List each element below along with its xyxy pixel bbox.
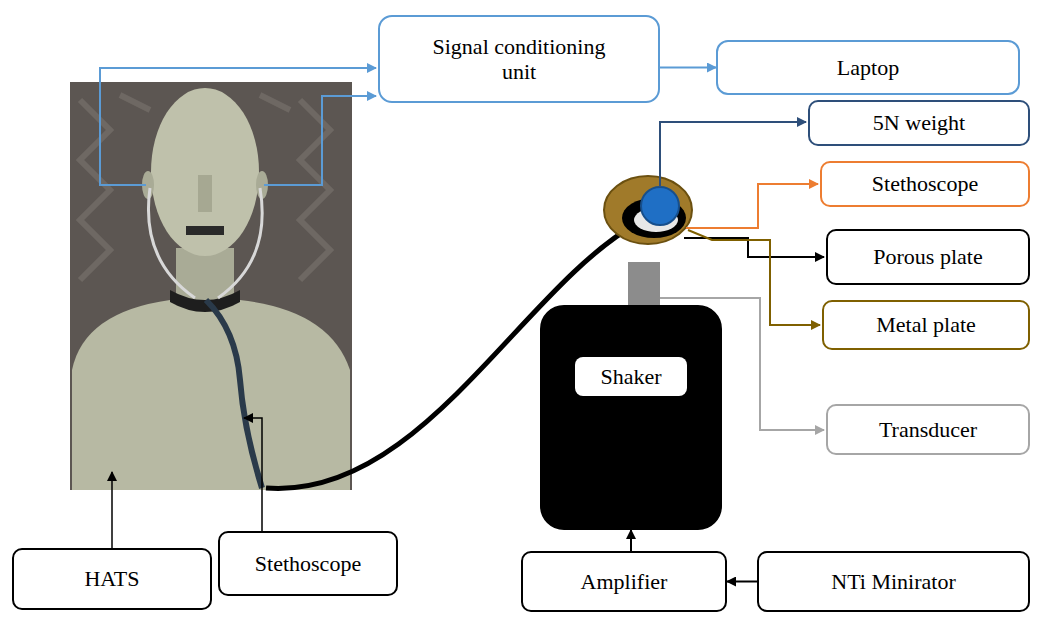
node-text: Shaker	[575, 357, 687, 396]
part-label-box: 5N weight	[808, 100, 1030, 146]
node-text: Signal conditioning unit	[420, 34, 618, 85]
node-text: Laptop	[837, 55, 899, 80]
cable-line	[264, 96, 376, 185]
node-text: Transducer	[879, 417, 977, 442]
node-text: Porous plate	[873, 244, 982, 269]
shaker-body: Shaker	[540, 305, 722, 530]
test-rig	[604, 176, 692, 308]
label-box: Stethoscope	[218, 531, 398, 596]
cable-line	[100, 68, 376, 185]
node-text: HATS	[84, 566, 139, 591]
node-text: Amplifier	[581, 569, 668, 594]
connector-arrow	[660, 67, 716, 69]
process-box: Amplifier	[521, 551, 727, 612]
node-text: Metal plate	[876, 312, 976, 337]
process-box: NTi Minirator	[757, 551, 1030, 612]
node-text: Stethoscope	[255, 551, 361, 576]
leader-line	[111, 472, 113, 548]
part-label-box: Metal plate	[822, 300, 1030, 350]
leader-line	[244, 418, 262, 531]
connector-arrow	[727, 581, 757, 583]
leader-line	[686, 184, 818, 228]
part-label-box: Stethoscope	[820, 161, 1030, 207]
node-text: NTi Minirator	[831, 569, 955, 594]
part-label-box: Transducer	[826, 404, 1030, 455]
part-label-box: Porous plate	[826, 229, 1030, 285]
leader-line	[660, 122, 806, 187]
unit-box: Signal conditioning unit	[378, 15, 660, 103]
connector-arrow	[630, 530, 632, 551]
node-text: Stethoscope	[872, 171, 978, 196]
label-box: HATS	[12, 548, 212, 610]
node-text: 5N weight	[873, 110, 965, 135]
hats-photo	[70, 82, 352, 490]
device-box: Laptop	[716, 40, 1020, 95]
